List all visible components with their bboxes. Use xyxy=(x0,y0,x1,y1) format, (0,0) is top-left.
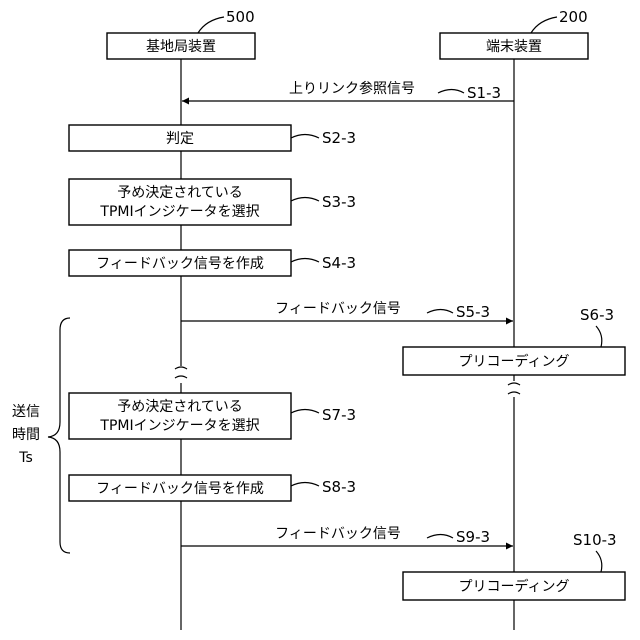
feedback-signal-label-1: フィードバック信号 xyxy=(275,301,401,317)
precoding-label-2: プリコーディング xyxy=(458,578,569,595)
s9-leader xyxy=(427,535,453,539)
transmission-interval: 送信 時間 Ts xyxy=(12,318,70,553)
step-s3: 予め決定されている TPMIインジケータを選択 S3-3 xyxy=(69,179,356,225)
base-station-label: 基地局装置 xyxy=(146,38,216,55)
interval-label-line2: 時間 xyxy=(12,427,40,443)
s10-step-label: S10-3 xyxy=(573,531,617,549)
message-s1: 上りリンク参照信号 S1-3 xyxy=(182,80,514,102)
s1-step-label: S1-3 xyxy=(467,84,501,102)
s10-leader xyxy=(596,551,602,572)
step-s4: フィードバック信号を作成 S4-3 xyxy=(69,250,356,276)
s6-leader xyxy=(596,326,602,347)
s3-step-label: S3-3 xyxy=(322,193,356,211)
interval-label-line1: 送信 xyxy=(12,404,40,420)
feedback-signal-label-2: フィードバック信号 xyxy=(275,526,401,542)
terminal-ref-leader xyxy=(531,17,557,33)
step-s7: 予め決定されている TPMIインジケータを選択 S7-3 xyxy=(69,393,356,439)
s4-leader xyxy=(291,259,319,263)
step-s2: 判定 S2-3 xyxy=(69,125,356,151)
message-s5: フィードバック信号 S5-3 xyxy=(181,301,513,321)
select-tpmi-line1-2: 予め決定されている xyxy=(117,399,243,415)
s8-step-label: S8-3 xyxy=(322,478,356,496)
s7-step-label: S7-3 xyxy=(322,406,356,424)
terminal-ref: 200 xyxy=(559,8,588,26)
s5-step-label: S5-3 xyxy=(456,303,490,321)
base-station-entity: 基地局装置 500 xyxy=(107,8,255,59)
s5-leader xyxy=(427,310,453,314)
base-station-ref-leader xyxy=(198,17,224,33)
s7-leader xyxy=(291,410,319,414)
s4-step-label: S4-3 xyxy=(322,254,356,272)
s1-leader xyxy=(438,90,464,94)
uplink-reference-label: 上りリンク参照信号 xyxy=(289,80,415,97)
s8-leader xyxy=(291,483,319,487)
s2-step-label: S2-3 xyxy=(322,129,356,147)
interval-label-line3: Ts xyxy=(18,450,33,466)
precoding-label-1: プリコーディング xyxy=(458,353,569,370)
determination-label: 判定 xyxy=(166,131,194,147)
select-tpmi-line1: 予め決定されている xyxy=(117,185,243,201)
terminal-label: 端末装置 xyxy=(486,39,542,55)
terminal-entity: 端末装置 200 xyxy=(440,8,588,59)
create-feedback-label: フィードバック信号を作成 xyxy=(96,256,264,272)
select-tpmi-line2-2: TPMIインジケータを選択 xyxy=(99,418,259,434)
step-s8: フィードバック信号を作成 S8-3 xyxy=(69,475,356,501)
base-station-ref: 500 xyxy=(226,8,255,26)
select-tpmi-line2: TPMIインジケータを選択 xyxy=(99,204,259,220)
create-feedback-label-2: フィードバック信号を作成 xyxy=(96,481,264,497)
base-station-break-mark xyxy=(175,367,187,378)
s2-leader xyxy=(291,135,319,139)
terminal-break-mark xyxy=(508,383,520,394)
s3-leader xyxy=(291,198,319,202)
s9-step-label: S9-3 xyxy=(456,528,490,546)
s6-step-label: S6-3 xyxy=(580,306,614,324)
message-s9: フィードバック信号 S9-3 xyxy=(181,526,513,546)
interval-brace xyxy=(48,318,70,553)
